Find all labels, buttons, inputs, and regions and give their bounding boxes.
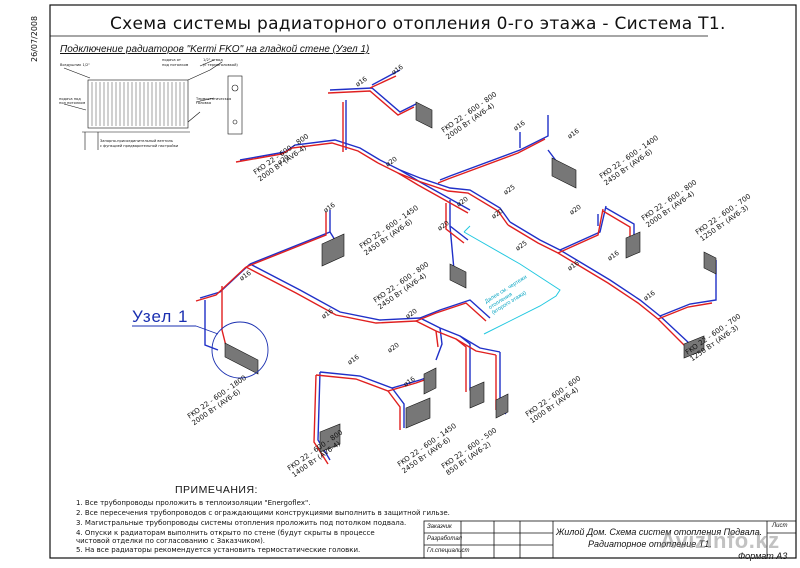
note-item: 4. Опуски к радиаторам выполнить открыто… bbox=[76, 529, 375, 537]
title-block bbox=[423, 520, 797, 559]
stamp-drawing-title: Радиаторное отопление Т1. bbox=[588, 539, 712, 549]
detail-callouts: Воздушник 1/2" подача от под потолком 1/… bbox=[59, 58, 238, 148]
svg-text:с функцией предварительной нас: с функцией предварительной настройки bbox=[100, 144, 179, 148]
radiator-symbols bbox=[224, 101, 717, 453]
svg-text:(с термоголовкой): (с термоголовкой) bbox=[203, 63, 238, 67]
svg-text:Запорно-присоединительный вент: Запорно-присоединительный вентиль bbox=[100, 139, 173, 143]
detail-node-1 bbox=[63, 59, 243, 150]
notes-title: ПРИМЕЧАНИЯ: bbox=[175, 484, 258, 496]
svg-text:1/2" отвод: 1/2" отвод bbox=[203, 58, 223, 62]
svg-text:головка: головка bbox=[196, 101, 211, 105]
uzel-1-label: Узел 1 bbox=[132, 307, 189, 326]
svg-text:Воздушник 1/2": Воздушник 1/2" bbox=[60, 63, 90, 67]
note-item: 1. Все трубопроводы проложить в теплоизо… bbox=[76, 499, 311, 507]
svg-text:под потолком: под потолком bbox=[162, 63, 189, 67]
note-item: 5. На все радиаторы рекомендуется устано… bbox=[76, 546, 361, 554]
page-title: Схема системы радиаторного отопления 0-г… bbox=[110, 14, 726, 34]
svg-text:Термостатическая: Термостатическая bbox=[195, 97, 231, 101]
note-item: 3. Магистральные трубопроводы системы от… bbox=[76, 519, 407, 527]
uzel-1-marker bbox=[211, 321, 269, 379]
stamp-row-customer: Заказчик bbox=[427, 524, 452, 530]
svg-text:подача от: подача от bbox=[162, 58, 181, 62]
stamp-row-developer: Разработал bbox=[427, 536, 462, 542]
note-item: 2. Все пересечения трубопроводов с ограж… bbox=[76, 509, 450, 517]
svg-text:подача под: подача под bbox=[59, 97, 81, 101]
stamp-sheet-label: Лист bbox=[772, 523, 788, 529]
sheet-format: Формат А3 bbox=[738, 551, 788, 561]
svg-text:пол потолком: пол потолком bbox=[59, 101, 85, 105]
detail-subtitle: Подключение радиаторов "Kermi FKO" на гл… bbox=[60, 44, 370, 55]
drawing-date: 26/07/2008 bbox=[30, 15, 39, 62]
watermark-logo: AvizInfo.kz bbox=[660, 528, 780, 553]
stamp-row-specialist: Гл.специалист bbox=[427, 548, 470, 554]
note-item: чистовой отделки по согласованию с Заказ… bbox=[76, 537, 266, 545]
stamp-project-title: Жилой Дом. Схема систем отопления Подвал… bbox=[556, 527, 763, 537]
sheet-frame bbox=[49, 4, 797, 559]
